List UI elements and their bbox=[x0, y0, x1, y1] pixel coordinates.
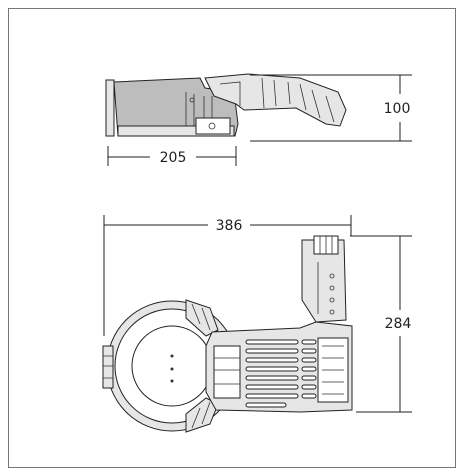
side-view-mounting-plate bbox=[105, 79, 115, 137]
side-view-base-rim bbox=[117, 125, 235, 137]
side-view bbox=[105, 73, 347, 137]
side-height-dimension: 100 bbox=[250, 74, 412, 142]
top-height-label: 284 bbox=[385, 316, 412, 332]
side-height-label: 100 bbox=[384, 101, 411, 117]
top-view-left-clip bbox=[102, 345, 114, 389]
side-width-label: 205 bbox=[160, 150, 187, 166]
drawing-frame bbox=[8, 8, 456, 468]
top-view bbox=[102, 235, 353, 433]
top-view-aperture bbox=[131, 325, 213, 407]
top-height-dimension: 284 bbox=[350, 235, 412, 413]
side-width-dimension: 205 bbox=[107, 146, 237, 166]
top-width-dimension: 386 bbox=[103, 215, 352, 336]
top-view-terminal-block bbox=[213, 345, 241, 399]
top-width-label: 386 bbox=[216, 218, 243, 234]
side-view-bracket bbox=[195, 117, 231, 135]
top-view-vent-slots bbox=[245, 339, 317, 408]
